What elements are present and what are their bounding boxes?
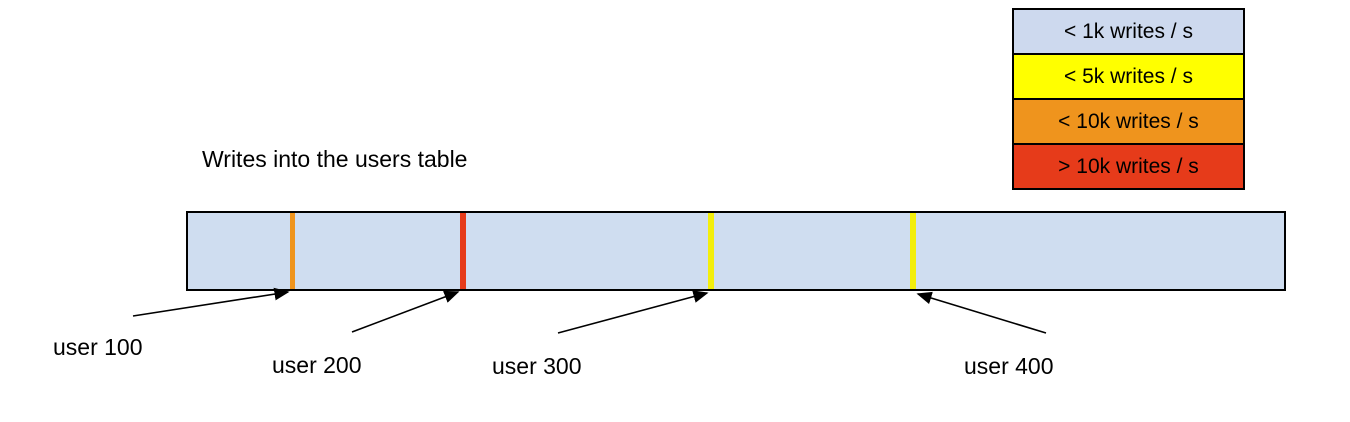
label-user-100: user 100 <box>53 334 143 360</box>
marker-user-300 <box>708 213 714 289</box>
marker-user-400 <box>910 213 916 289</box>
arrow-user-300 <box>557 290 709 334</box>
legend-item-lt-1k: < 1k writes / s <box>1014 10 1243 55</box>
users-table-bar <box>186 211 1286 291</box>
marker-user-200 <box>460 213 466 289</box>
label-user-300: user 300 <box>492 353 582 379</box>
diagram-title: Writes into the users table <box>202 146 468 172</box>
arrow-user-400 <box>916 291 1047 334</box>
label-user-400: user 400 <box>964 353 1054 379</box>
marker-user-100 <box>290 213 295 289</box>
arrow-user-200 <box>351 290 460 333</box>
label-user-200: user 200 <box>272 352 362 378</box>
legend-item-gt-10k: > 10k writes / s <box>1014 145 1243 188</box>
write-rate-legend: < 1k writes / s < 5k writes / s < 10k wr… <box>1012 8 1245 190</box>
legend-item-lt-5k: < 5k writes / s <box>1014 55 1243 100</box>
legend-item-lt-10k: < 10k writes / s <box>1014 100 1243 145</box>
arrow-user-100 <box>132 287 290 317</box>
